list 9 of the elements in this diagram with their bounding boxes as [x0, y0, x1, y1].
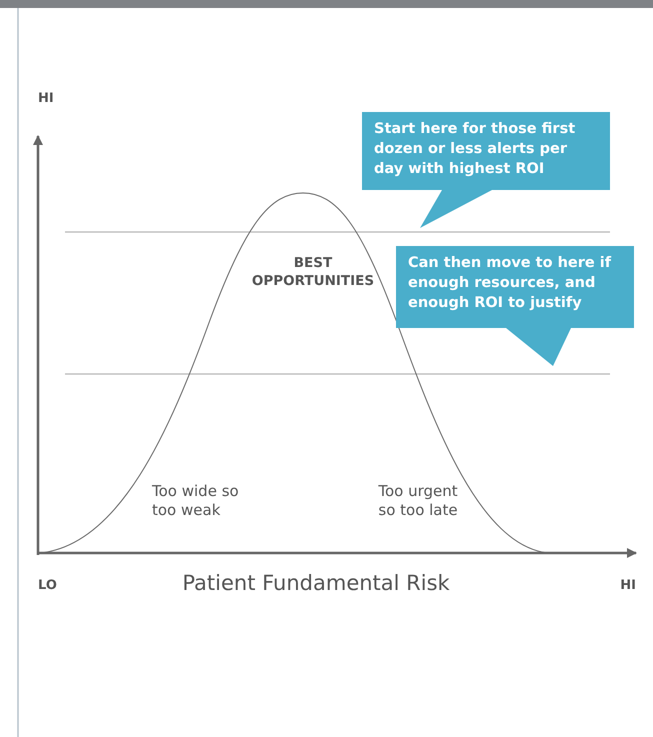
- axis-label: HI: [619, 577, 636, 594]
- region-label: Too wide so too weak: [152, 482, 240, 520]
- axis-label: HI: [38, 90, 55, 107]
- region-label: Too urgent so too late: [377, 482, 459, 520]
- axis-label: LO: [38, 577, 58, 594]
- callout-text: Can then move to here if enough resources, and enough ROI to justify: [408, 254, 612, 313]
- callout-text: Start here for those first dozen or less alerts per day with highest ROI: [374, 120, 576, 179]
- region-label: BEST OPPORTUNITIES: [250, 255, 376, 290]
- axis-title: Patient Fundamental Risk: [181, 571, 451, 596]
